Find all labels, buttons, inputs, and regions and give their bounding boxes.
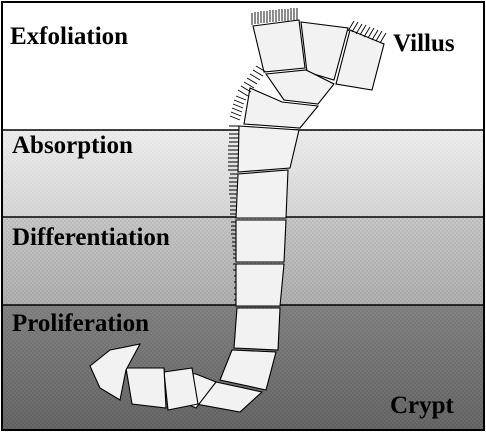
brush-border: [228, 8, 387, 301]
zone-label-exfoliation: Exfoliation: [10, 23, 128, 50]
zone-exfoliation-band: [2, 2, 484, 130]
epithelial-cell: [89, 343, 142, 401]
epithelial-cell: [219, 349, 277, 391]
epithelial-cell: [235, 219, 287, 263]
zone-label-absorption: Absorption: [12, 132, 133, 159]
epithelial-cell: [237, 125, 300, 173]
crypt-label: Crypt: [390, 392, 455, 419]
villus-label: Villus: [393, 30, 455, 57]
epithelial-cell: [300, 21, 349, 81]
epithelial-cell: [252, 19, 306, 73]
zone-label-differentiation: Differentiation: [12, 224, 170, 251]
epithelial-cell: [243, 87, 320, 129]
epithelial-cell: [235, 263, 285, 307]
epithelial-cell: [125, 367, 167, 409]
epithelial-cell: [265, 69, 335, 105]
epithelial-cell: [163, 367, 199, 411]
epithelial-cell: [233, 307, 281, 351]
epithelial-cell-column: [89, 19, 385, 413]
epithelial-cell: [235, 169, 289, 219]
zone-label-proliferation: Proliferation: [12, 310, 149, 337]
